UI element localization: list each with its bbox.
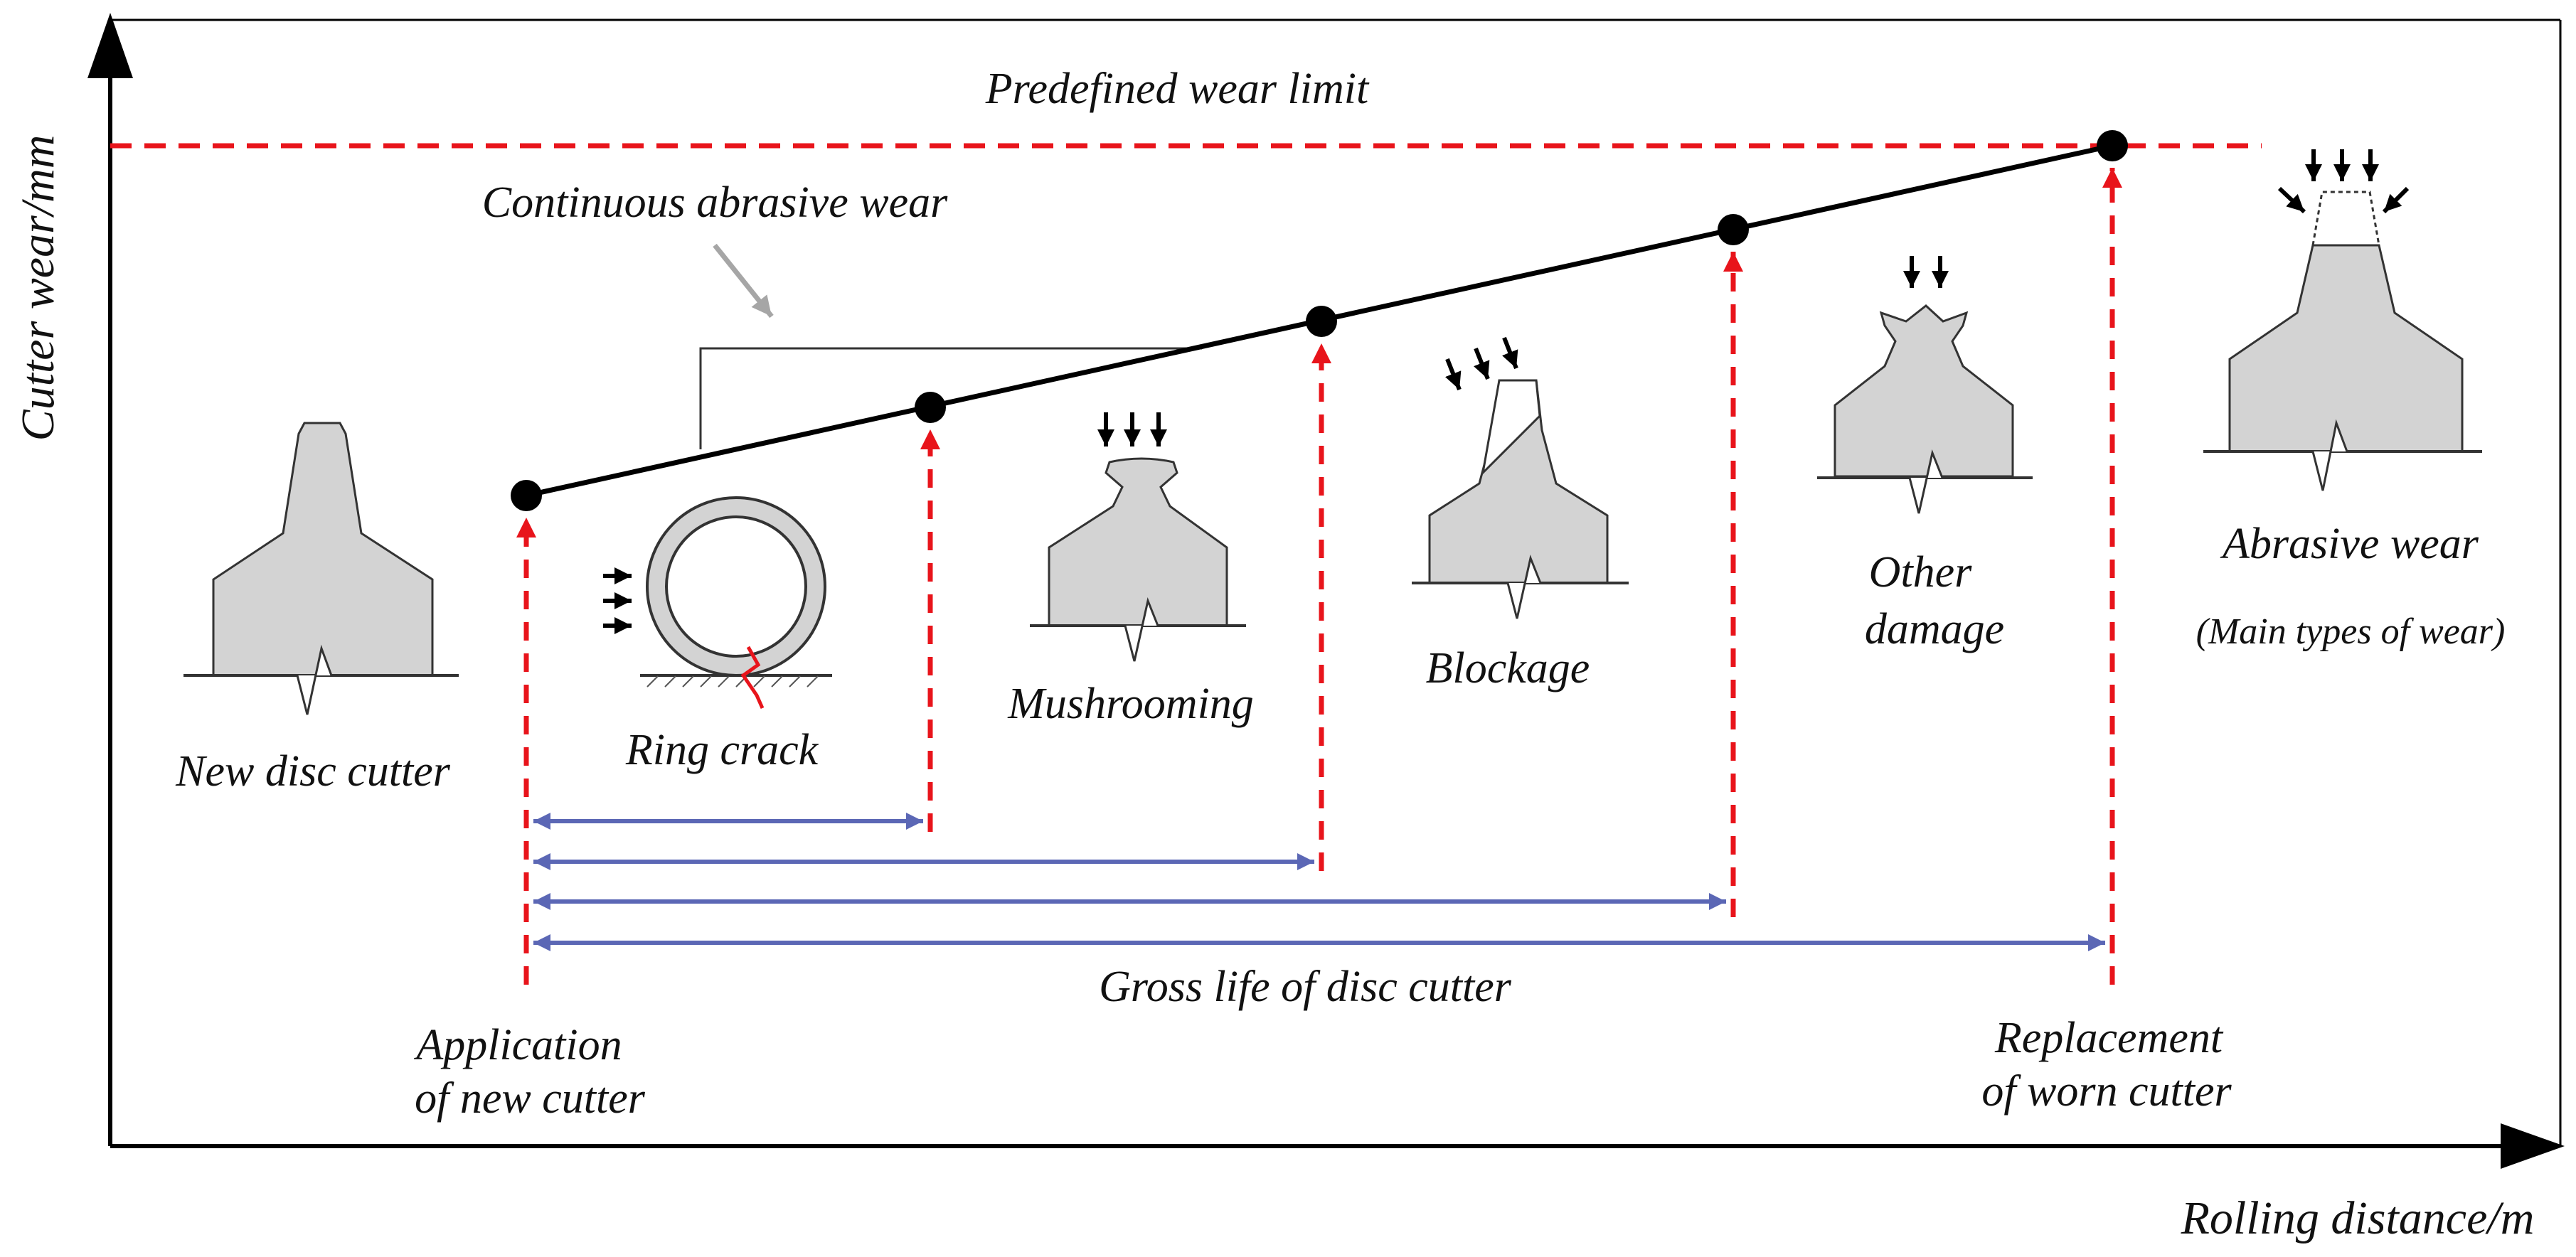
new-cutter-label: New disc cutter bbox=[175, 747, 451, 796]
application-label-line1: Application bbox=[413, 1021, 622, 1069]
replacement-label-line2: of worn cutter bbox=[1981, 1067, 2232, 1116]
mushrooming-figure bbox=[1030, 412, 1246, 662]
continuous-wear-label: Continuous abrasive wear bbox=[482, 178, 948, 227]
x-axis-arrowhead bbox=[2501, 1123, 2565, 1169]
gross-life-label: Gross life of disc cutter bbox=[1099, 963, 1512, 1011]
x-axis-label: Rolling distance/m bbox=[2181, 1192, 2535, 1244]
new-disc-cutter-figure bbox=[183, 422, 459, 715]
axes bbox=[87, 13, 2565, 1169]
annotation-arrow bbox=[713, 243, 774, 319]
wear-point-ring-crack bbox=[915, 392, 946, 423]
wear-point-other-damage bbox=[1718, 214, 1749, 245]
life-arrows bbox=[533, 813, 2105, 951]
mushrooming-label: Mushrooming bbox=[1007, 680, 1254, 728]
ring-crack-label: Ring crack bbox=[625, 726, 819, 774]
replacement-label-line1: Replacement bbox=[1994, 1014, 2224, 1062]
ring-crack-figure bbox=[603, 496, 832, 710]
y-axis-arrowhead bbox=[87, 13, 133, 78]
event-markers bbox=[516, 168, 2122, 985]
wear-point-wear-limit bbox=[2097, 130, 2128, 161]
blockage-figure bbox=[1412, 336, 1629, 619]
wear-limit-label: Predefined wear limit bbox=[985, 65, 1370, 113]
other-damage-label-line2: damage bbox=[1865, 605, 2004, 653]
abrasive-wear-figure bbox=[2203, 149, 2482, 491]
continuous-wear-annotation bbox=[699, 243, 1202, 449]
abrasive-wear-label: Abrasive wear bbox=[2220, 520, 2479, 568]
y-axis-label: Cutter wear/mm bbox=[12, 135, 64, 442]
other-damage-figure bbox=[1817, 256, 2033, 514]
other-damage-label-line1: Other bbox=[1869, 548, 1973, 597]
application-label-line2: of new cutter bbox=[415, 1074, 646, 1123]
blockage-label: Blockage bbox=[1426, 644, 1590, 692]
diagram-frame bbox=[110, 18, 2562, 1146]
wear-point-mushrooming bbox=[1306, 306, 1337, 337]
crack-mark bbox=[740, 646, 765, 710]
wear-point-start bbox=[511, 480, 542, 511]
main-types-label: (Main types of wear) bbox=[2196, 611, 2506, 652]
